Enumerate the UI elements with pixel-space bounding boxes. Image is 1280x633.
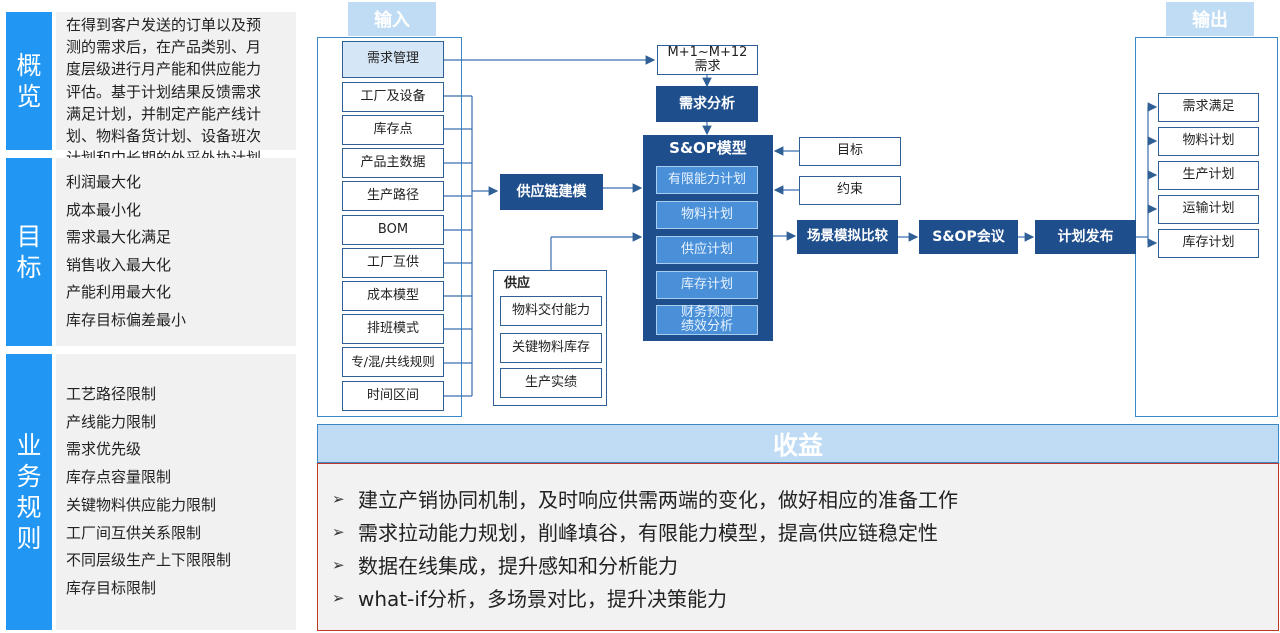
supply-item: 物料交付能力 xyxy=(500,296,602,326)
model-item: 物料计划 xyxy=(656,201,758,229)
input-item: 成本模型 xyxy=(342,281,444,311)
supply-chain-modeling-box: 供应链建模 xyxy=(500,174,603,210)
input-item: 工厂及设备 xyxy=(342,82,444,112)
goal-item: 利润最大化 xyxy=(66,173,142,191)
rules-list: 工艺路径限制 产线能力限制 需求优先级 库存点容量限制 关键物料供应能力限制 工… xyxy=(56,354,296,630)
output-item: 物料计划 xyxy=(1158,127,1259,156)
benefit-item: ➢ what-if分析，多场景对比，提升决策能力 xyxy=(332,587,727,611)
input-item: 时间区间 xyxy=(342,381,444,411)
arrow-bullet-icon: ➢ xyxy=(332,522,345,541)
model-item: 库存计划 xyxy=(656,271,758,299)
goal-item: 需求最大化满足 xyxy=(66,228,172,247)
goals-label: 目 标 xyxy=(6,158,52,346)
rule-item: 产线能力限制 xyxy=(66,412,157,431)
input-item: 需求管理 xyxy=(342,41,444,78)
sop-model-title: S&OP模型 xyxy=(669,139,747,157)
rules-label: 业 务 规 则 xyxy=(6,354,52,630)
model-item: 有限能力计划 xyxy=(656,166,758,194)
benefits-title: 收益 xyxy=(317,424,1279,463)
scenario-simulation-box: 场景模拟比较 xyxy=(797,220,898,254)
rule-item: 需求优先级 xyxy=(66,440,142,459)
arrow-bullet-icon: ➢ xyxy=(332,588,345,607)
goal-item: 销售收入最大化 xyxy=(66,255,172,274)
output-item: 需求满足 xyxy=(1158,93,1259,122)
goal-item: 库存目标偏差最小 xyxy=(66,310,187,329)
input-item: BOM xyxy=(342,215,444,245)
input-item: 库存点 xyxy=(342,115,444,145)
input-item: 专/混/共线规则 xyxy=(342,347,444,377)
plan-release-box: 计划发布 xyxy=(1035,220,1136,254)
goal-item: 产能利用最大化 xyxy=(66,283,172,302)
rule-item: 工艺路径限制 xyxy=(66,385,157,403)
arrow-bullet-icon: ➢ xyxy=(332,489,345,508)
supply-item: 生产实绩 xyxy=(500,368,602,398)
input-item: 工厂互供 xyxy=(342,248,444,278)
demand-horizon-box: M+1~M+12需求 xyxy=(657,45,758,75)
model-item: 供应计划 xyxy=(656,236,758,264)
input-item: 产品主数据 xyxy=(342,148,444,178)
input-item: 排班模式 xyxy=(342,314,444,344)
overview-text: 在得到客户发送的订单以及预 测的需求后，在产品类别、月 度层级进行月产能和供应能… xyxy=(56,12,296,167)
input-item: 生产路径 xyxy=(342,181,444,211)
output-item: 生产计划 xyxy=(1158,161,1259,190)
benefit-item: ➢ 数据在线集成，提升感知和分析能力 xyxy=(332,554,678,578)
arrow-bullet-icon: ➢ xyxy=(332,555,345,574)
input-header: 输入 xyxy=(348,2,436,36)
overview-label: 概 览 xyxy=(6,12,52,150)
benefit-item: ➢ 需求拉动能力规划，削峰填谷，有限能力模型，提高供应链稳定性 xyxy=(332,521,938,545)
sop-meeting-box: S&OP会议 xyxy=(919,220,1018,254)
rule-item: 工厂间互供关系限制 xyxy=(66,523,202,542)
rule-item: 关键物料供应能力限制 xyxy=(66,495,217,514)
supply-item: 关键物料库存 xyxy=(500,333,602,363)
output-header: 输出 xyxy=(1166,2,1254,36)
benefits-body: ➢ 建立产销协同机制，及时响应供需两端的变化，做好相应的准备工作 ➢ 需求拉动能… xyxy=(317,463,1279,631)
target-box: 目标 xyxy=(799,137,901,166)
constraint-box: 约束 xyxy=(799,176,901,205)
rule-item: 库存目标限制 xyxy=(66,578,157,597)
goal-item: 成本最小化 xyxy=(66,200,142,219)
supply-group-title: 供应 xyxy=(504,276,531,291)
rule-item: 不同层级生产上下限限制 xyxy=(66,551,232,570)
demand-analysis-box: 需求分析 xyxy=(656,86,758,122)
goals-list: 利润最大化 成本最小化 需求最大化满足 销售收入最大化 产能利用最大化 库存目标… xyxy=(56,158,296,346)
rule-item: 库存点容量限制 xyxy=(66,468,172,487)
output-item: 运输计划 xyxy=(1158,195,1259,224)
benefit-item: ➢ 建立产销协同机制，及时响应供需两端的变化，做好相应的准备工作 xyxy=(332,488,958,512)
output-item: 库存计划 xyxy=(1158,229,1259,258)
model-item: 财务预测绩效分析 xyxy=(656,305,758,335)
